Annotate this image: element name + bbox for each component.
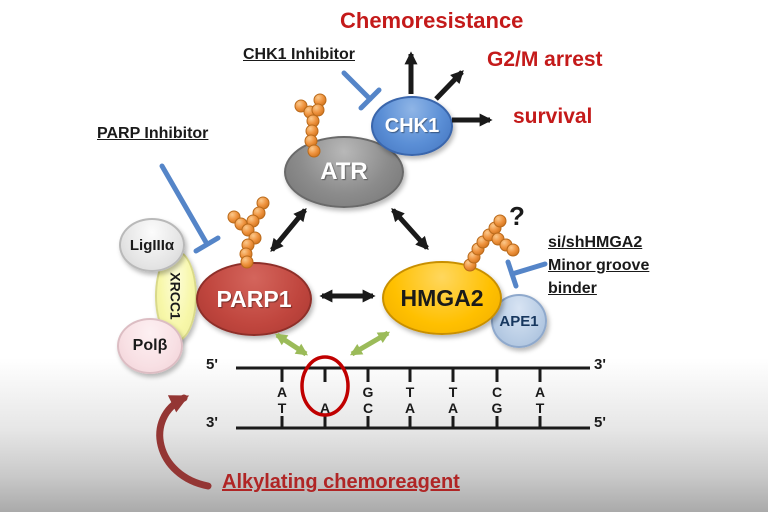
arrow-parp1-dna: [274, 332, 309, 357]
dna-base: A: [276, 384, 288, 400]
parp-inhibition-bar-icon: [193, 235, 221, 254]
hmga2-inhibition-line: [509, 261, 548, 277]
dna-base: G: [491, 400, 503, 416]
node-chk1-label: CHK1: [384, 114, 440, 137]
dna-interaction-arrows: [274, 330, 391, 357]
chemoreagent-curved-arrow-icon: [156, 394, 212, 490]
dna-base: T: [277, 400, 287, 416]
dna-5prime-bottom-right: 5': [594, 414, 606, 431]
dna-3prime-bottom-left: 3': [206, 414, 218, 431]
dna-base: A: [447, 400, 459, 416]
label-alkylating-chemoreagent: Alkylating chemoreagent: [222, 471, 460, 493]
par-chain-parp1-icon: [227, 196, 270, 269]
label-binder: binder: [548, 280, 597, 297]
dna-5prime-top-left: 5': [206, 356, 218, 373]
arrow-parp1-atr: [270, 207, 307, 253]
label-si-shhmga2: si/shHMGA2: [548, 234, 643, 251]
arrow-atr-hmga2: [391, 208, 429, 250]
dna-base: T: [535, 400, 545, 416]
node-ligIIIa-label: LigIIIα: [129, 236, 175, 254]
label-hmga2-inhibitor: si/shHMGA2 Minor groove binder: [548, 231, 649, 300]
dna-top-ticks: [280, 368, 542, 382]
dna-3prime-top-right: 3': [594, 356, 606, 373]
chk1-inhibition-bar-icon: [358, 87, 382, 111]
node-parp1-label: PARP1: [216, 285, 292, 312]
node-parp1: PARP1: [196, 262, 312, 336]
label-parp-inhibitor: PARP Inhibitor: [97, 125, 209, 142]
question-mark: ?: [509, 201, 525, 231]
node-ape1-label: APE1: [499, 312, 539, 330]
dna-base: C: [491, 384, 503, 400]
node-ligIIIa: LigIIIα: [119, 218, 185, 272]
chk1-inhibition-line: [341, 70, 373, 102]
dna-bottom-ticks: [280, 416, 542, 428]
node-xrcc1-label: XRCC1: [168, 272, 184, 320]
node-hmga2: HMGA2: [382, 261, 502, 335]
dna-base: G: [362, 384, 374, 400]
node-polb: Polβ: [117, 318, 183, 374]
label-chk1-inhibitor: CHK1 Inhibitor: [243, 46, 355, 63]
node-hmga2-label: HMGA2: [400, 284, 484, 311]
dna-base: A: [404, 400, 416, 416]
dna-base: T: [405, 384, 415, 400]
label-survival: survival: [513, 105, 593, 128]
dna-base: A: [319, 400, 331, 416]
arrow-hmga2-dna: [349, 330, 391, 357]
label-minor-groove: Minor groove: [548, 257, 650, 274]
arrow-chk1-g2m: [434, 70, 464, 101]
node-polb-label: Polβ: [132, 337, 168, 354]
dna-base: T: [448, 384, 458, 400]
node-chk1: CHK1: [371, 96, 453, 156]
label-chemoresistance: Chemoresistance: [340, 8, 524, 33]
hmga2-inhibition-bar-icon: [505, 259, 519, 289]
dna-base: C: [362, 400, 374, 416]
node-atr-label: ATR: [320, 158, 368, 185]
dna-base: A: [534, 384, 546, 400]
label-g2m-arrest: G2/M arrest: [487, 48, 603, 71]
